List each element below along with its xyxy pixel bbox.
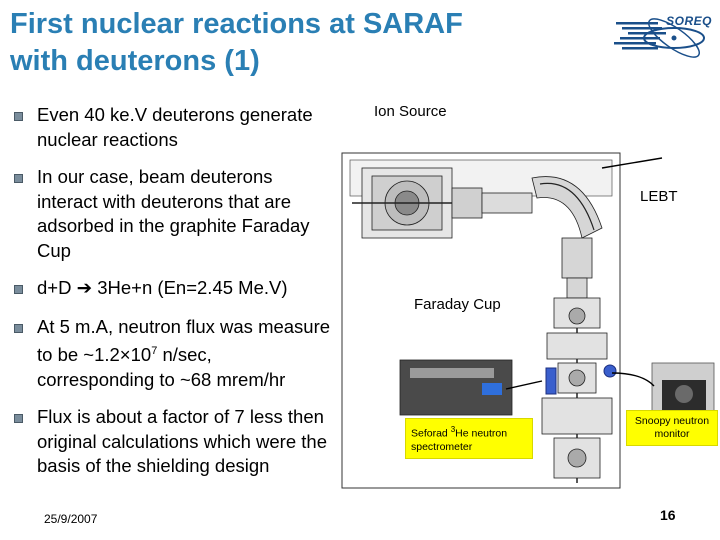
bullet-square-icon: [14, 323, 23, 333]
faraday-cup-label: Faraday Cup: [412, 296, 503, 313]
slide-date: 25/9/2007: [44, 512, 98, 526]
bullet-item: Flux is about a factor of 7 less then or…: [12, 405, 334, 479]
bullet-square-icon: [14, 112, 23, 121]
snoopy-label: Snoopy neutron monitor: [626, 410, 718, 446]
bullet-item: Even 40 ke.V deuterons generate nuclear …: [12, 103, 334, 152]
bullet-square-icon: [14, 174, 23, 183]
logo-graphic-icon: [614, 18, 705, 58]
saraf-layout-diagram: Ion Source LEBT Faraday Cup Seforad 3He …: [332, 98, 720, 496]
logo-text: SOREQ: [666, 14, 712, 28]
bullet-item: At 5 m.A, neutron flux was measure to be…: [12, 315, 334, 393]
seforad-label: Seforad 3He neutron spectrometer: [405, 418, 533, 459]
page-number: 16: [660, 507, 676, 523]
slide-title: First nuclear reactions at SARAF with de…: [10, 6, 570, 80]
title-line-1: First nuclear reactions at SARAF: [10, 8, 463, 40]
right-arrow-icon: ➔: [76, 278, 93, 299]
lebt-label: LEBT: [638, 188, 680, 205]
soreq-logo: SOREQ: [612, 8, 712, 60]
bullet-square-icon: [14, 285, 23, 294]
bullet-square-icon: [14, 414, 23, 424]
beamline-drawing: [341, 152, 715, 489]
ion-source-label: Ion Source: [372, 103, 449, 120]
bullet-item: d+D ➔ 3He+n (En=2.45 Me.V): [12, 276, 334, 302]
title-line-2: with deuterons (1): [10, 45, 260, 77]
bullet-list: Even 40 ke.V deuterons generate nuclear …: [12, 103, 334, 492]
faraday-cup-marker: [545, 367, 557, 395]
bullet-item: In our case, beam deuterons interact wit…: [12, 165, 334, 263]
